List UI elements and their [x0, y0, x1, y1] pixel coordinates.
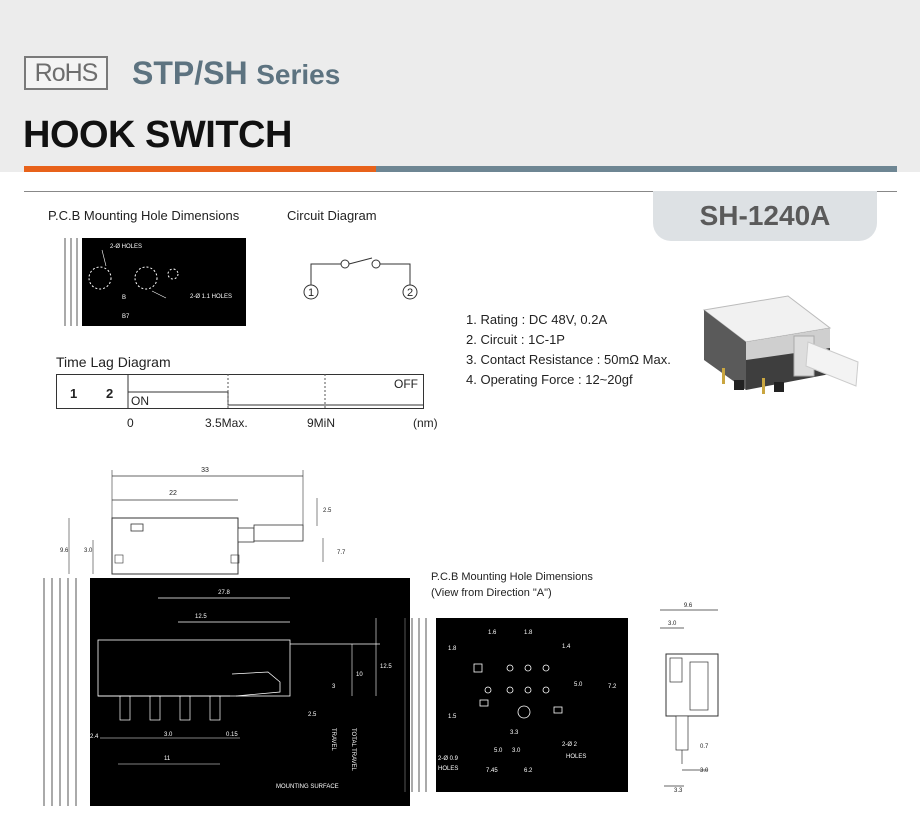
- header-band: [0, 0, 920, 172]
- hole-label-a: 2-Ø 0.9: [438, 756, 459, 762]
- small-pcb-label-bottom: B7: [122, 314, 130, 320]
- hole-dim-1-8: 1.8: [524, 630, 533, 636]
- small-pcb-label-top: 2-Ø HOLES: [110, 244, 142, 250]
- side-view-drawing: 27.8 12.5 10 12.5 3 2.4 3.0 0.15 11 2.5 …: [43, 578, 410, 806]
- dim-offset: 7.7: [337, 550, 346, 556]
- terminal-1-circle: [303, 284, 319, 300]
- spec-operating-force: 4. Operating Force : 12~20gf: [466, 372, 633, 387]
- hole-dim-1-4: 1.4: [562, 644, 571, 650]
- hole-dim-7-45: 7.45: [486, 768, 498, 774]
- pcb-hole-drawing-small: 2-Ø HOLES 2-Ø 1.1 HOLES B B7: [64, 238, 246, 326]
- time-lag-on: ON: [131, 394, 149, 408]
- label-mounting-surface: MOUNTING SURFACE: [276, 784, 339, 790]
- pcb-section-title: P.C.B Mounting Hole Dimensions: [48, 208, 240, 223]
- end-view-drawing: 9.6 3.0 0.7 3.0 3.3: [660, 603, 719, 794]
- pcb-view-a-drawing: 1.6 1.8 1.8 1.4 5.0 7.2 1.5 3.3 5.0 3.0 …: [404, 618, 628, 792]
- label-travel: TRAVEL: [330, 728, 336, 752]
- end-dim-width: 9.6: [684, 603, 693, 609]
- accent-bar-orange: [24, 166, 376, 172]
- hole-dim-5-0: 5.0: [574, 682, 583, 688]
- dim-12-5: 12.5: [195, 614, 207, 620]
- model-name: SH-1240A: [699, 200, 831, 231]
- time-lag-off: OFF: [394, 377, 418, 391]
- hole-dim-7-2: 7.2: [608, 684, 617, 690]
- rohs-badge-text: RoHS: [34, 58, 99, 87]
- dim-height-inner: 3.0: [84, 548, 93, 554]
- accent-bar-gray: [376, 166, 897, 172]
- end-dim-3-0: 3.0: [668, 621, 677, 627]
- hole-dim-6-2: 6.2: [524, 768, 533, 774]
- hole-dim-1-5: 1.5: [448, 714, 457, 720]
- hole-label-b: 2-Ø 2: [562, 742, 578, 748]
- dim-body: 22: [169, 490, 177, 497]
- time-lag-tick-0: 0: [127, 416, 134, 430]
- series-name: STP/SH: [132, 55, 248, 91]
- time-lag-col-2: 2: [106, 386, 114, 401]
- category-title: HOOK SWITCH: [23, 114, 292, 156]
- terminal-2-circle: [402, 284, 418, 300]
- dim-3-0: 3.0: [164, 732, 173, 738]
- terminal-2-label: 2: [407, 287, 413, 299]
- spec-list: 1. Rating : DC 48V, 0.2A 2. Circuit : 1C…: [466, 310, 671, 390]
- hole-dim-3-3: 3.3: [510, 730, 519, 736]
- series-title: STP/SH Series: [132, 55, 340, 92]
- hole-label-a2: HOLES: [438, 766, 458, 772]
- small-pcb-label-mid: B: [122, 295, 126, 301]
- spec-circuit: 2. Circuit : 1C-1P: [466, 332, 565, 347]
- end-dim-3-3: 3.3: [674, 788, 683, 794]
- dim-plunger: 2.5: [323, 508, 332, 514]
- dim-12-5b: 12.5: [380, 664, 392, 670]
- end-dim-3-0b: 3.0: [700, 768, 709, 774]
- spec-rating: 1. Rating : DC 48V, 0.2A: [466, 312, 608, 327]
- time-lag-waveform: [127, 374, 424, 409]
- hole-dim-1-8b: 1.8: [448, 646, 457, 652]
- hole-dim-5-0b: 5.0: [494, 748, 503, 754]
- rohs-badge: RoHS: [24, 56, 108, 90]
- time-lag-tick-2: 9MiN: [307, 416, 336, 430]
- pcb-view-title-2: (View from Direction "A"): [431, 587, 552, 599]
- dim-11: 11: [164, 756, 171, 762]
- dim-27-8: 27.8: [218, 590, 230, 596]
- circuit-diagram: 1 2: [303, 257, 418, 300]
- series-suffix: Series: [256, 59, 341, 90]
- divider: [24, 191, 897, 192]
- time-lag-unit: (nm): [413, 416, 438, 430]
- hole-dim-3-0: 3.0: [512, 748, 521, 754]
- time-lag-box: [56, 374, 424, 409]
- dim-10: 10: [356, 672, 363, 678]
- circuit-section-title: Circuit Diagram: [287, 208, 377, 223]
- small-pcb-label-right: 2-Ø 1.1 HOLES: [190, 294, 232, 300]
- terminal-1-label: 1: [308, 287, 314, 299]
- hole-label-b2: HOLES: [566, 754, 586, 760]
- dim-height: 9.6: [60, 548, 69, 554]
- dim-overall: 33: [201, 467, 209, 474]
- model-tab: SH-1240A: [653, 191, 877, 241]
- dim-2-5: 2.5: [308, 712, 317, 718]
- spec-contact-resistance: 3. Contact Resistance : 50mΩ Max.: [466, 352, 671, 367]
- time-lag-section-title: Time Lag Diagram: [56, 354, 171, 370]
- dim-3: 3: [332, 684, 336, 690]
- label-total-travel: TOTAL TRAVEL: [350, 728, 356, 772]
- end-dim-0-7: 0.7: [700, 744, 709, 750]
- dim-2-4: 2.4: [90, 734, 99, 740]
- time-lag-tick-1: 3.5Max.: [205, 416, 248, 430]
- hole-dim-1-6: 1.6: [488, 630, 497, 636]
- product-image: [702, 295, 859, 394]
- pcb-view-title-1: P.C.B Mounting Hole Dimensions: [431, 571, 593, 583]
- time-lag-col-1: 1: [70, 386, 78, 401]
- dim-0-15: 0.15: [226, 732, 238, 738]
- top-view-drawing: 33 22 2.5 7.7 9.6 3.0: [60, 467, 346, 575]
